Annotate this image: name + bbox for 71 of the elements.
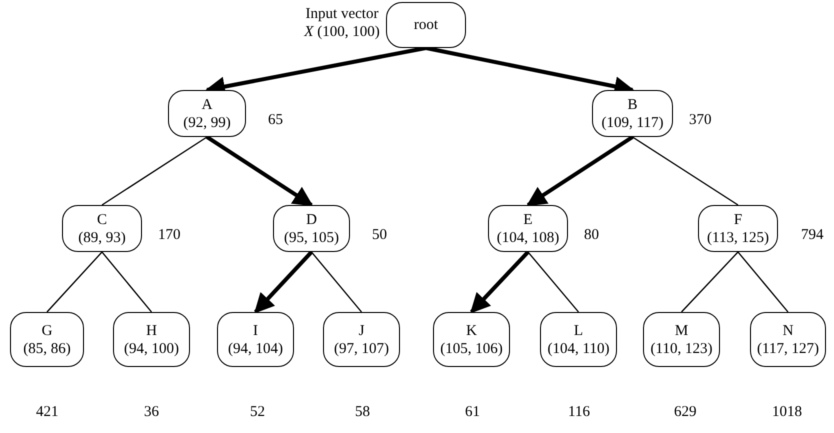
node-value: 36 (144, 403, 159, 421)
node-label: K (466, 322, 477, 340)
tree-node (273, 205, 350, 252)
tree-node (386, 2, 466, 48)
node-value: 65 (268, 111, 283, 129)
node-value: 421 (36, 403, 58, 421)
node-coordinates: (104, 108) (496, 228, 560, 246)
connector-line (311, 252, 362, 312)
node-label: F (734, 210, 742, 228)
node-label: H (146, 322, 157, 340)
tree-node (488, 205, 568, 252)
node-label: I (253, 322, 258, 340)
tree-node (750, 312, 826, 367)
arrow (254, 250, 313, 314)
node-label: C (96, 210, 107, 228)
node-value: 370 (689, 111, 712, 129)
node-coordinates: (110, 123) (650, 340, 712, 358)
node-label: root (414, 16, 438, 34)
node-coordinates: (113, 125) (707, 228, 769, 246)
tree-node (698, 205, 778, 252)
tree-node (643, 312, 720, 367)
node-coordinates: (89, 93) (78, 228, 126, 246)
tree-node (323, 312, 400, 367)
node-value: 80 (584, 226, 599, 244)
connector-line (528, 252, 579, 312)
connector-line (681, 252, 738, 312)
node-value: 116 (568, 403, 590, 421)
node-coordinates: (105, 106) (440, 340, 503, 358)
node-label: L (574, 322, 584, 340)
tree-node (113, 312, 190, 367)
node-value: 52 (250, 403, 265, 421)
connector-line (632, 136, 738, 206)
node-value: 58 (355, 403, 370, 421)
node-coordinates: (95, 105) (284, 228, 339, 246)
node-coordinates: (92, 99) (183, 114, 231, 132)
node-label: E (523, 210, 533, 228)
node-value: 794 (801, 226, 824, 244)
node-value: 50 (372, 226, 387, 244)
tree-node (217, 312, 294, 367)
arrow (526, 135, 634, 207)
tree-node (62, 205, 142, 252)
tree-node (433, 312, 510, 367)
input-annotation: Input vector X (100, 100) (302, 5, 381, 41)
tree-node (592, 90, 673, 137)
node-coordinates: (94, 100) (124, 340, 179, 358)
node-coordinates: (104, 110) (548, 340, 610, 358)
tree-node (168, 90, 246, 137)
tree-node (10, 312, 84, 367)
node-label: B (627, 96, 638, 114)
node-coordinates: (94, 104) (228, 340, 283, 358)
node-value: 61 (465, 403, 480, 421)
node-label: A (202, 96, 212, 114)
tree-node (540, 312, 617, 367)
node-coordinates: (97, 107) (334, 340, 389, 358)
node-value: 629 (674, 403, 696, 421)
node-coordinates: (117, 127) (757, 340, 819, 358)
node-value: 170 (158, 226, 180, 244)
arrow (470, 250, 530, 314)
node-label: N (782, 322, 794, 340)
connector-line (102, 252, 152, 312)
node-label: G (42, 322, 52, 340)
connector-line (738, 252, 788, 312)
node-label: M (674, 322, 688, 340)
node-coordinates: (109, 117) (602, 114, 664, 132)
node-coordinates: (85, 86) (23, 340, 71, 358)
node-value: 1018 (772, 403, 802, 421)
arrow (206, 135, 314, 207)
node-label: J (358, 322, 364, 340)
connector-line (102, 136, 208, 206)
connector-line (46, 252, 102, 312)
node-label: D (306, 210, 317, 228)
